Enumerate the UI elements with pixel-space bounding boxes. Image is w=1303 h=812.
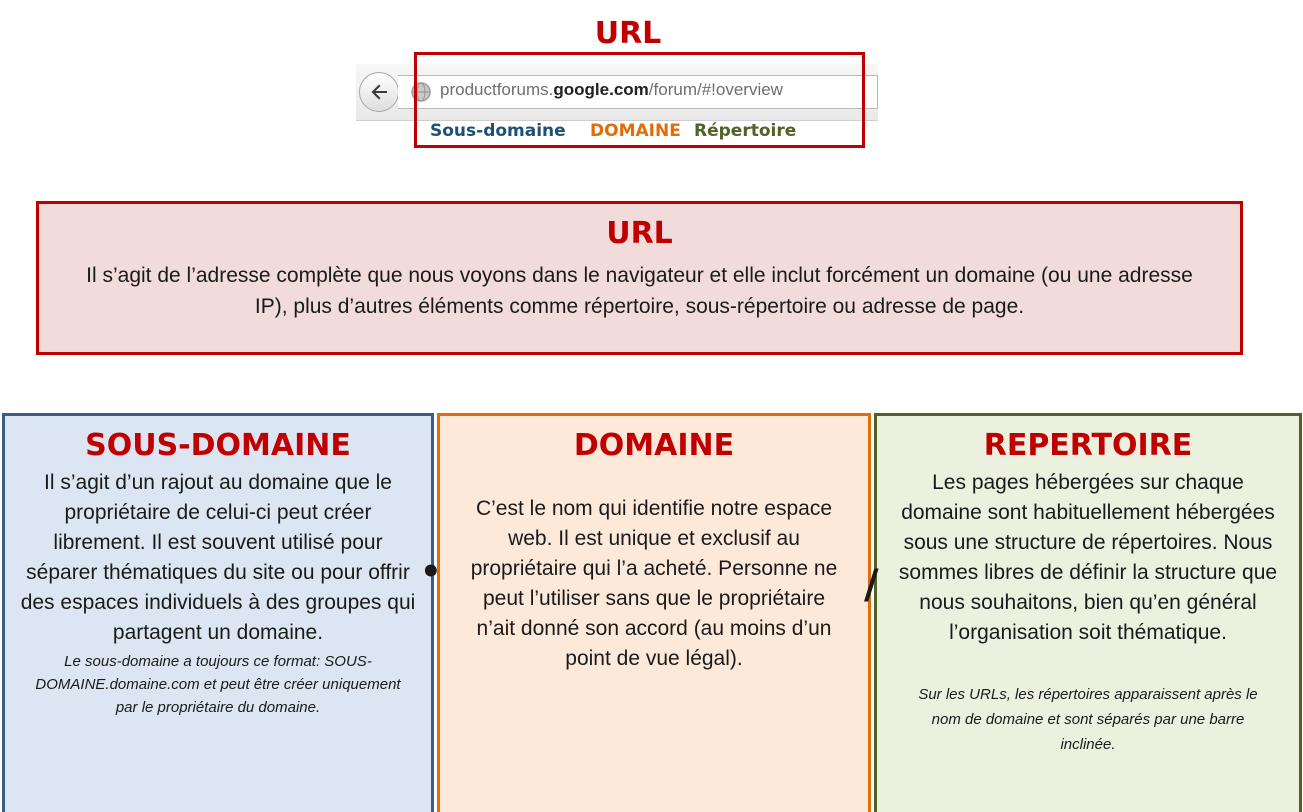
label-domain: DOMAINE [590,121,681,141]
subdomain-note: Le sous-domaine a toujours ce format: SO… [35,653,401,716]
back-arrow-icon [371,84,387,100]
diagram-title: URL [594,16,662,51]
url-box-title: URL [606,216,673,251]
subdomain-text: Il s’agit d’un rajout au domaine que le … [20,471,416,644]
back-button[interactable] [359,72,399,112]
address-bar[interactable] [398,75,878,109]
domain-title: DOMAINE [573,428,735,463]
label-subdomain: Sous-domaine [430,121,566,141]
url-text[interactable]: productforums.google.com/forum/#!overvie… [440,80,783,100]
url-highlight-frame [414,52,865,148]
url-domain: google.com [553,80,649,99]
url-subdomain: productforums. [440,80,554,99]
directory-title: REPERTOIRE [983,428,1193,463]
directory-text: Les pages hébergées sur chaque domaine s… [898,471,1278,644]
label-directory: Répertoire [694,121,797,141]
dot-separator: • [420,552,442,592]
domain-text: C’est le nom qui identifie notre espace … [470,497,838,670]
directory-note: Sur les URLs, les répertoires apparaisse… [918,686,1258,753]
url-path: /forum/#!overview [648,80,783,99]
slash-separator: / [864,562,879,608]
domain-box: DOMAINE C’est le nom qui identifie notre… [437,413,871,812]
subdomain-box: SOUS-DOMAINE Il s’agit d’un rajout au do… [2,413,434,812]
subdomain-title: SOUS-DOMAINE [85,428,351,463]
url-box-text: Il s’agit de l’adresse complète que nous… [86,264,1193,318]
url-definition-box: URL Il s’agit de l’adresse complète que … [36,201,1243,355]
directory-box: REPERTOIRE Les pages hébergées sur chaqu… [874,413,1302,812]
